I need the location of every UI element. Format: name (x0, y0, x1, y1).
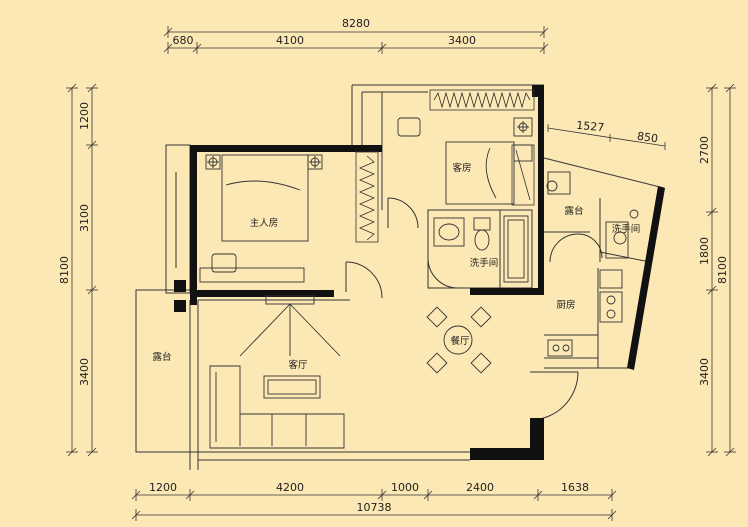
room-kitchen: 厨房 (556, 299, 575, 311)
room-balcony-right: 露台 (564, 205, 583, 217)
closet-guest (511, 144, 535, 206)
room-dining: 餐厅 (450, 335, 470, 347)
dim-left-seg-1: 1200 (78, 102, 91, 130)
thick-walls (174, 85, 665, 460)
dim-bottom-seg-5: 1638 (561, 481, 589, 494)
dimension-labels: 8280 680 4100 3400 1527 850 1200 4200 10… (58, 17, 729, 514)
dim-bottom-seg-4: 2400 (466, 481, 494, 494)
dim-bottom-seg-2: 4200 (276, 481, 304, 494)
room-bathroom-1: 洗手间 (470, 257, 499, 269)
furniture (199, 117, 639, 449)
guest-bed (445, 141, 515, 205)
room-master-bedroom: 主人房 (250, 217, 279, 229)
dim-right-upper-2: 850 (636, 130, 659, 146)
sofa (209, 365, 345, 449)
dim-right-upper-1: 1527 (576, 119, 605, 134)
dim-right-seg-3: 3400 (698, 358, 711, 386)
dim-left-total: 8100 (58, 256, 71, 284)
room-labels: 主人房 客房 洗手间 洗手间 露台 露台 厨房 餐厅 客厅 (152, 162, 640, 371)
room-balcony-left: 露台 (152, 351, 171, 363)
room-guest-room: 客房 (452, 162, 471, 174)
dim-top-seg-3: 3400 (448, 34, 476, 47)
dim-top-seg-1: 680 (173, 34, 194, 47)
dim-top-seg-2: 4100 (276, 34, 304, 47)
room-living: 客厅 (288, 359, 308, 371)
dim-right-total: 8100 (716, 256, 729, 284)
dim-top-total: 8280 (342, 17, 370, 30)
dim-right-seg-2: 1800 (698, 237, 711, 265)
room-bathroom-2: 洗手间 (612, 223, 641, 235)
dining-table (443, 325, 473, 355)
window-master (355, 151, 379, 243)
master-bed (221, 154, 309, 242)
thin-walls (135, 84, 665, 470)
dim-bottom-seg-3: 1000 (391, 481, 419, 494)
dim-left-seg-2: 3100 (78, 204, 91, 232)
dim-right-seg-1: 2700 (698, 136, 711, 164)
dim-bottom-total: 10738 (357, 501, 392, 514)
window-guest (429, 89, 535, 111)
dim-left-seg-3: 3400 (78, 358, 91, 386)
dimension-lines (66, 26, 736, 521)
dim-bottom-seg-1: 1200 (149, 481, 177, 494)
